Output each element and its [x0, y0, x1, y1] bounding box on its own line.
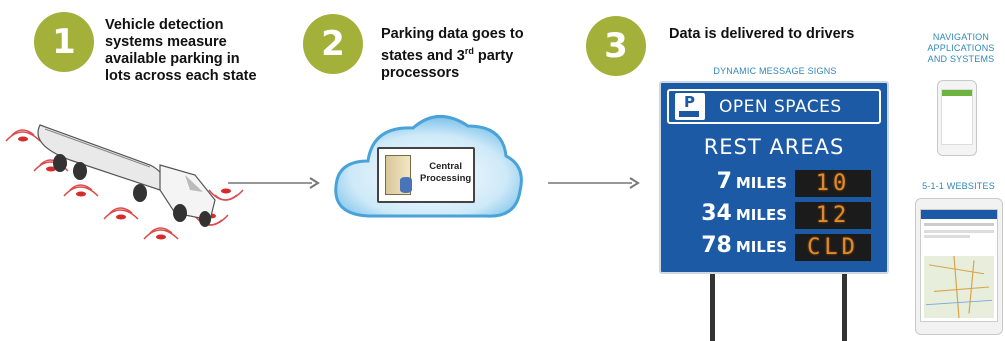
superscript-rd: rd — [464, 46, 474, 56]
arrow-2-to-3 — [548, 177, 640, 189]
tablet-icon — [915, 198, 1003, 335]
step-1-line: available parking in — [105, 51, 240, 67]
map-thumbnail — [924, 255, 994, 319]
smartphone-icon — [937, 80, 977, 156]
server-box — [377, 147, 475, 203]
dms-caption: DYNAMIC MESSAGE SIGNS — [713, 66, 837, 76]
step-1-line: lots across each state — [105, 68, 257, 84]
sign-header-text: OPEN SPACES — [719, 96, 842, 117]
step-2-line: processors — [381, 64, 460, 81]
step-3-line: Data is delivered to drivers — [669, 26, 855, 42]
database-icon — [400, 177, 412, 193]
step-1-line: systems measure — [105, 34, 227, 50]
arrow-1-to-2 — [228, 177, 320, 189]
step-3-text: Data is delivered to drivers — [669, 26, 854, 43]
step-1-badge: 1 — [34, 12, 94, 72]
navigation-caption: NAVIGATION APPLICATIONS AND SYSTEMS — [927, 32, 995, 64]
step-2-line: states and 3rd party — [381, 46, 514, 64]
step-2-line: Parking data goes to — [381, 26, 524, 42]
step-2-badge: 2 — [303, 14, 363, 74]
sign-header: P OPEN SPACES — [667, 89, 881, 124]
led-display: 12 — [795, 202, 871, 229]
step-2-text: Parking data goes to states and 3rd part… — [381, 26, 524, 82]
sign-post-right — [842, 274, 847, 341]
truck-sensor-illustration — [5, 124, 244, 240]
central-processing-label: Central Processing — [420, 161, 472, 184]
led-display: 10 — [795, 170, 871, 197]
step-1-line: Vehicle detection — [105, 17, 224, 33]
sign-subheader: REST AREAS — [703, 135, 845, 159]
step-1-text: Vehicle detection systems measure availa… — [105, 17, 257, 85]
parking-truck-icon: P — [675, 93, 705, 120]
websites-caption: 5-1-1 WEBSITES — [922, 181, 995, 191]
sign-post-left — [710, 274, 715, 341]
led-display: CLD — [795, 234, 871, 261]
step-3-badge: 3 — [586, 16, 646, 76]
